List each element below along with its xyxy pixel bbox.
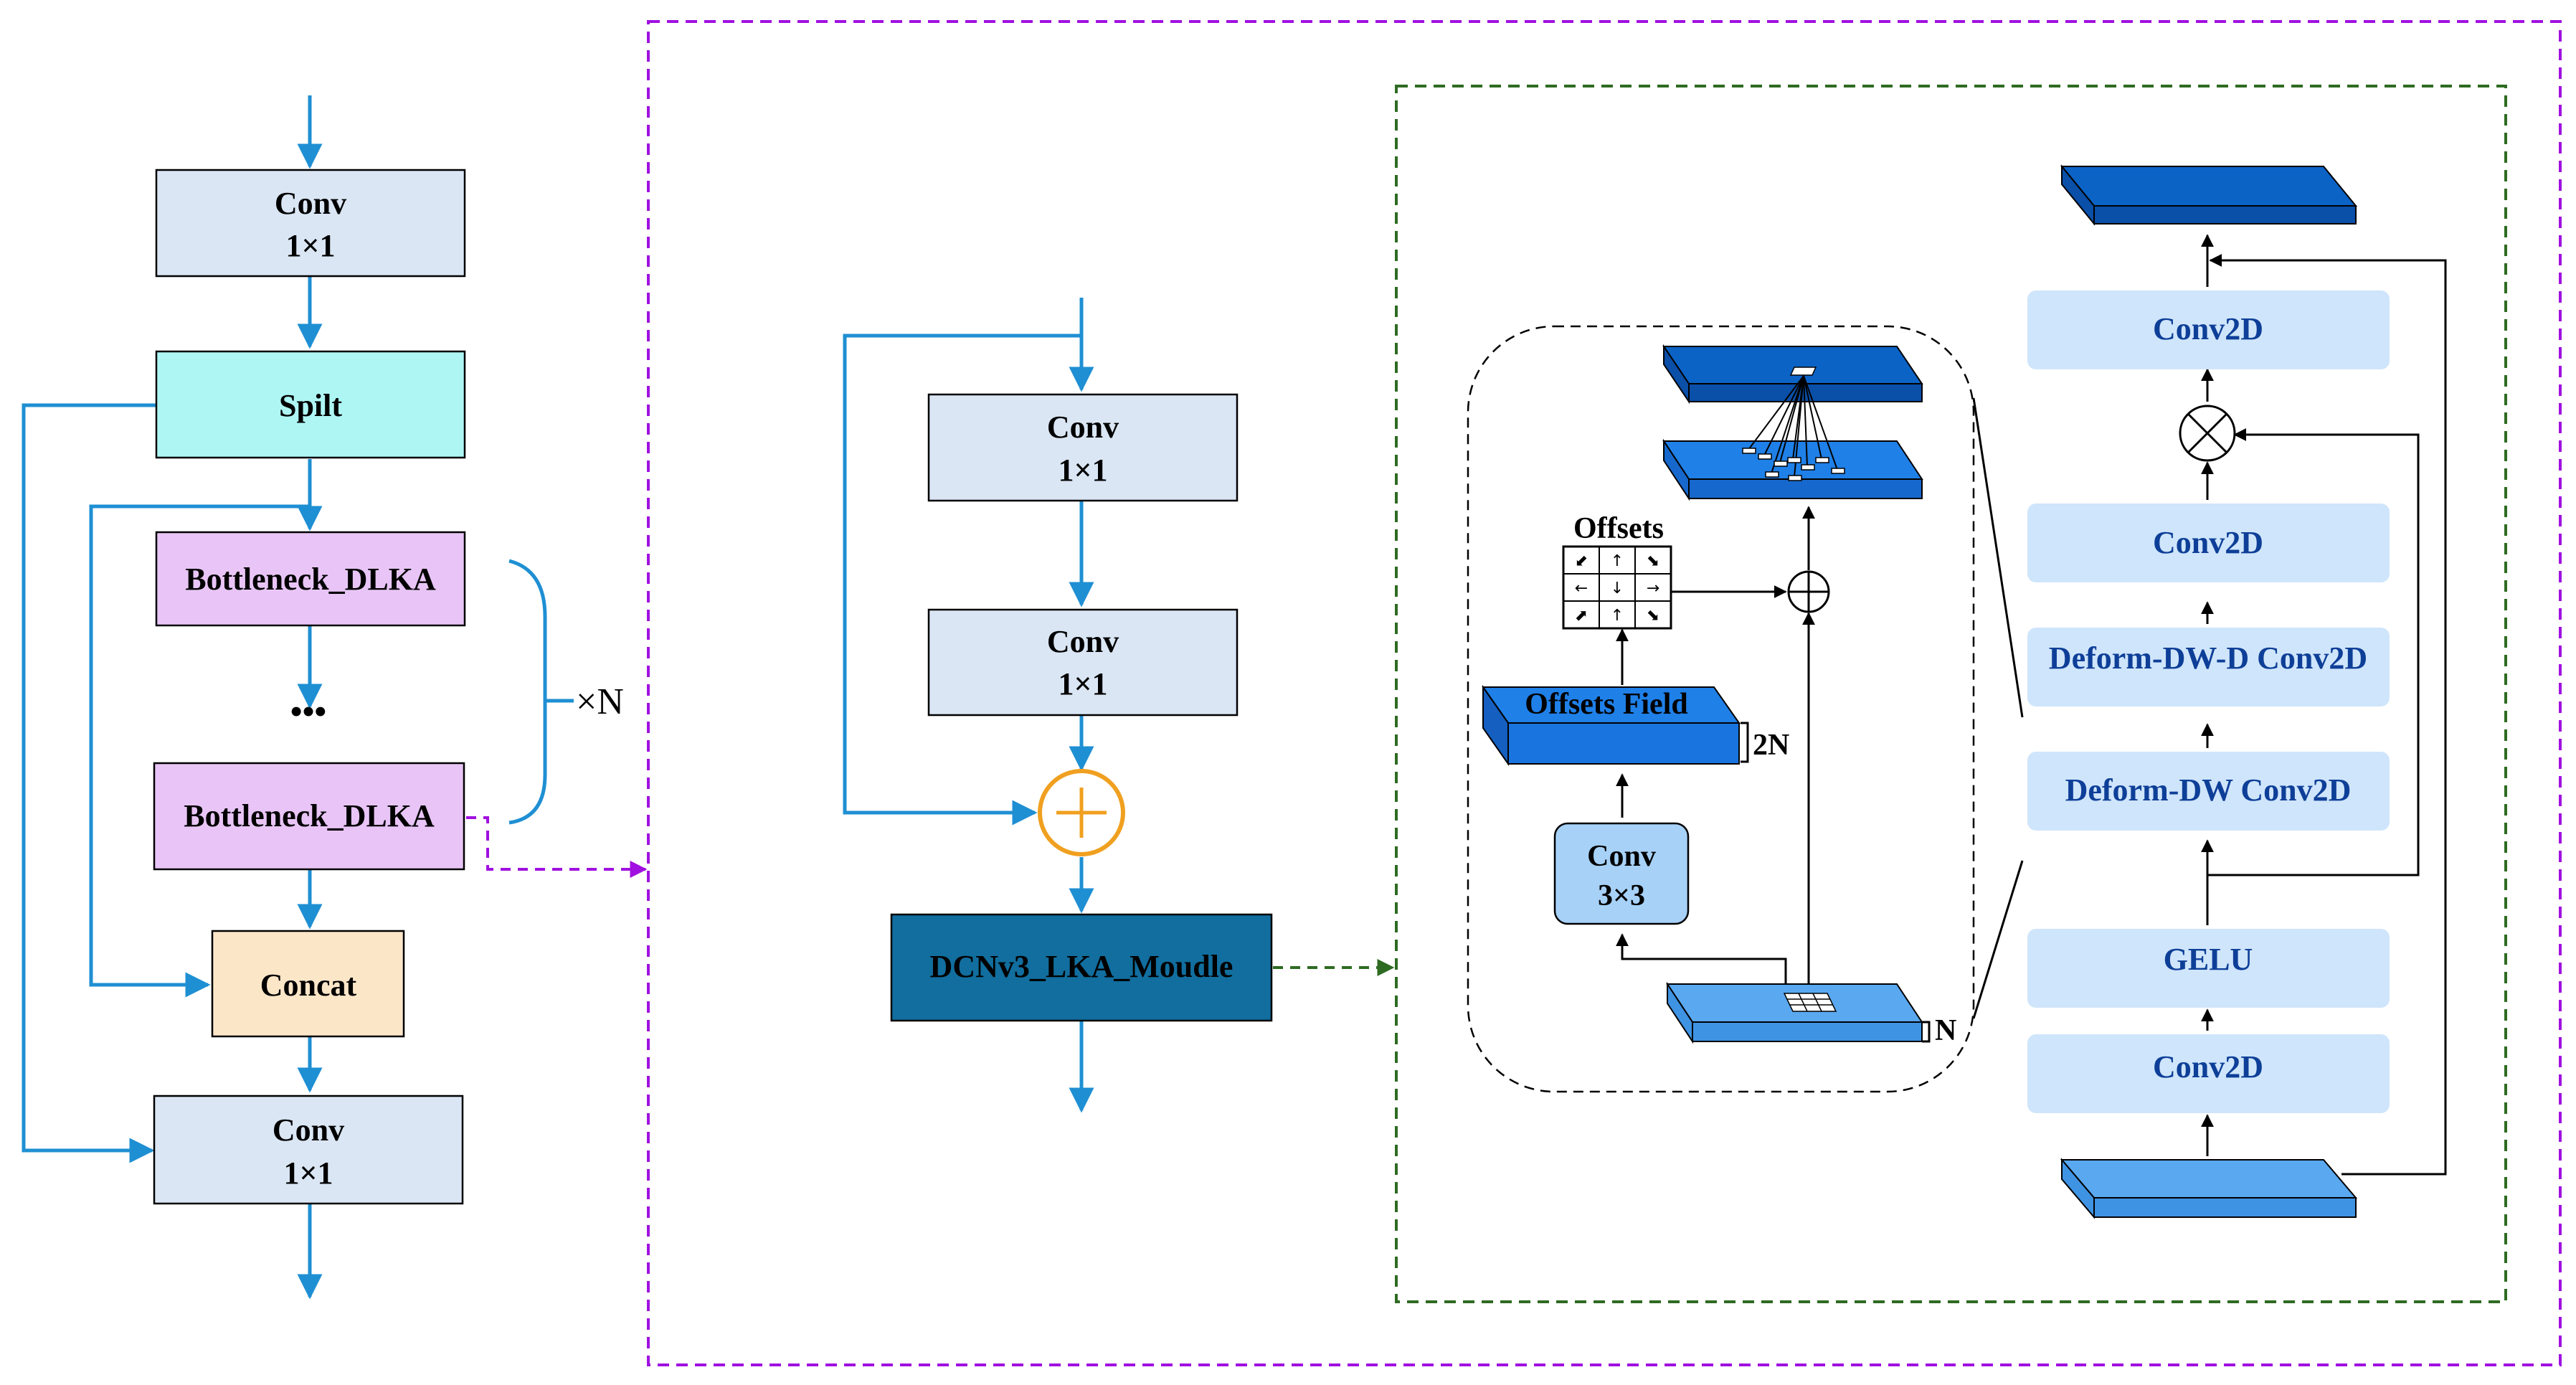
expand-link-purple bbox=[466, 816, 648, 878]
offsets-field-label: Offsets Field bbox=[1525, 688, 1687, 721]
lka-conv2d-bottom-label: Conv2D bbox=[2153, 1049, 2263, 1084]
offsets-field-bracket bbox=[1741, 722, 1749, 763]
offset-add-icon bbox=[1787, 570, 1830, 613]
conv-a-kernel: 1×1 bbox=[1058, 453, 1107, 488]
offsets-field-multiplier: 2N bbox=[1753, 729, 1789, 762]
offsets-field-slab bbox=[1482, 684, 1741, 767]
kernel-grid-icon bbox=[1783, 993, 1837, 1012]
dcn-detail-frame bbox=[1467, 325, 1975, 1093]
split-label: Spilt bbox=[279, 388, 342, 423]
lka-stack: Conv2D Conv2D Deform-DW-D Conv2D Deform-… bbox=[2027, 164, 2447, 1219]
svg-text:⬊: ⬊ bbox=[1647, 552, 1659, 570]
offsets-label: Offsets bbox=[1573, 512, 1664, 545]
lka-conv2d-bottom-box bbox=[2027, 1034, 2390, 1113]
sampling-rays bbox=[1748, 375, 1838, 478]
left-column-connectors bbox=[22, 95, 574, 1300]
conv-3x3-kernel: 3×3 bbox=[1598, 879, 1645, 912]
lka-input-slab bbox=[2060, 1158, 2358, 1219]
lka-gelu-label: GELU bbox=[2164, 942, 2253, 977]
sampling-points bbox=[1742, 448, 1845, 481]
module-box bbox=[890, 913, 1273, 1022]
lka-conv2d-top-box bbox=[2027, 290, 2390, 369]
multiply-icon bbox=[2179, 405, 2236, 462]
conv-3x3-label: Conv bbox=[1587, 840, 1656, 873]
input-feature-slab bbox=[1666, 981, 1923, 1044]
dcn-detail-connectors bbox=[1616, 397, 2024, 1019]
lka-conv2d-mid-label: Conv2D bbox=[2153, 525, 2263, 560]
middle-block-connectors bbox=[843, 298, 1094, 1113]
svg-text:→: → bbox=[1647, 580, 1659, 597]
repeat-count: ×N bbox=[576, 681, 624, 722]
conv-b-box bbox=[927, 608, 1239, 717]
lka-deform-dwd-label: Deform-DW-D Conv2D bbox=[2049, 640, 2367, 676]
conv-a-box bbox=[927, 393, 1239, 502]
conv-3x3-box bbox=[1553, 822, 1690, 925]
svg-text:←: ← bbox=[1575, 580, 1588, 597]
conv-b-kernel: 1×1 bbox=[1058, 666, 1107, 701]
lka-deform-dw-label: Deform-DW Conv2D bbox=[2065, 772, 2352, 808]
offsets-grid-icon: ⬋ ↑ ⬊ ← ↓ → ⬈ ↑ ⬊ bbox=[1562, 545, 1672, 630]
bottleneck-label-1: Bottleneck_DLKA bbox=[185, 562, 436, 597]
split-box bbox=[155, 350, 466, 459]
lka-deform-dw-box bbox=[2027, 752, 2390, 831]
conv-a-label: Conv bbox=[1047, 410, 1119, 445]
lka-gelu-box bbox=[2027, 929, 2390, 1008]
lka-conv2d-mid-box bbox=[2027, 504, 2390, 582]
svg-text:⬊: ⬊ bbox=[1647, 607, 1659, 625]
sampled-feature-slab bbox=[1662, 375, 1923, 501]
conv-bottom-label: Conv bbox=[273, 1112, 344, 1148]
middle-block: Conv 1×1 Conv 1×1 DCNv3_LKA_Moudle bbox=[843, 298, 1273, 1113]
left-column: Conv 1×1 Spilt Bottleneck_DLKA ••• Bottl… bbox=[22, 95, 624, 1300]
conv-top-label: Conv bbox=[275, 186, 346, 221]
svg-text:↑: ↑ bbox=[1611, 552, 1624, 570]
bottleneck-box-2 bbox=[153, 762, 465, 871]
concat-box bbox=[211, 930, 405, 1038]
bottleneck-label-2: Bottleneck_DLKA bbox=[184, 798, 435, 833]
conv-bottom-box bbox=[153, 1095, 464, 1205]
input-bracket bbox=[1922, 1021, 1931, 1043]
conv-top-box bbox=[155, 169, 466, 278]
lka-conv2d-top-label: Conv2D bbox=[2153, 311, 2263, 346]
conv-bottom-kernel: 1×1 bbox=[283, 1155, 333, 1191]
output-feature-slab bbox=[1662, 344, 1923, 405]
svg-text:⬈: ⬈ bbox=[1575, 607, 1588, 625]
residual-add-icon bbox=[1038, 769, 1125, 856]
module-detail-frame bbox=[1395, 85, 2507, 1303]
lka-stack-connectors bbox=[2201, 234, 2447, 1176]
svg-text:↑: ↑ bbox=[1611, 607, 1624, 625]
input-multiplier: N bbox=[1935, 1014, 1956, 1047]
conv-top-kernel: 1×1 bbox=[285, 228, 335, 263]
lka-deform-dwd-box bbox=[2027, 628, 2390, 706]
dcn-detail: Offsets ⬋ ↑ ⬊ ← ↓ → ⬈ ↑ ⬊ Offsets Field 2N Con… bbox=[1467, 325, 2024, 1093]
bottleneck-box-1 bbox=[155, 531, 466, 627]
svg-text:⬋: ⬋ bbox=[1575, 552, 1588, 570]
concat-label: Concat bbox=[260, 968, 357, 1003]
conv-b-label: Conv bbox=[1047, 624, 1119, 659]
svg-text:↓: ↓ bbox=[1611, 580, 1624, 597]
module-label: DCNv3_LKA_Moudle bbox=[930, 949, 1233, 984]
ellipsis: ••• bbox=[290, 693, 326, 731]
expanded-view-frame bbox=[647, 20, 2562, 1366]
lka-output-slab bbox=[2060, 164, 2358, 226]
